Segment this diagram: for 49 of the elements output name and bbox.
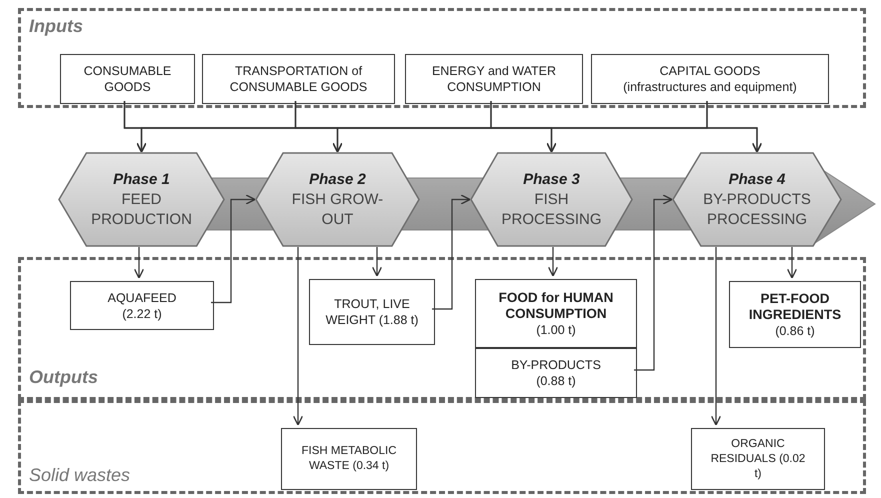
output-box — [475, 348, 637, 398]
flow-arrow — [211, 194, 256, 304]
group-heading: Outputs — [29, 366, 98, 389]
box-label: CONSUMABLE GOODS — [82, 63, 172, 95]
box-label: TRANSPORTATION of CONSUMABLE GOODS — [228, 63, 368, 95]
flow-arrow — [634, 194, 673, 371]
output-box — [309, 279, 435, 345]
box-label: FISH METABOLIC WASTE (0.34 t) — [300, 444, 398, 474]
phase-title: Phase 4 — [728, 170, 786, 190]
flow-arrow — [786, 247, 798, 279]
flow-arrow — [706, 101, 762, 153]
flow-arrow — [710, 247, 722, 426]
phase-title: Phase 2 — [309, 170, 366, 190]
box-label: (0.86 t) — [775, 322, 815, 338]
box-label: FOOD for HUMAN CONSUMPTION — [498, 290, 614, 322]
box-label: (1.00 t) — [536, 322, 576, 338]
group-heading: Solid wastes — [29, 464, 130, 487]
box-label: AQUAFEED (2.22 t) — [106, 290, 178, 322]
box-label: ORGANIC RESIDUALS (0.02 t) — [710, 436, 806, 482]
output-box — [405, 54, 583, 104]
box-label: (infrastructures and equipment) — [623, 79, 797, 95]
flow-arrow — [548, 247, 558, 277]
flow-arrow — [372, 247, 382, 277]
output-box — [691, 428, 825, 490]
output-box — [70, 281, 214, 330]
output-box — [202, 54, 395, 104]
phase-label: FISH GROW-OUT — [290, 190, 384, 230]
dashed-group-frame — [18, 8, 866, 108]
box-label: PET-FOOD INGREDIENTS — [748, 290, 842, 322]
phase-title: Phase 1 — [113, 170, 170, 190]
output-box — [60, 54, 195, 104]
phase-label: FEED PRODUCTION — [90, 190, 193, 230]
phase-label: FISH PROCESSING — [500, 190, 603, 230]
flow-arrow — [292, 247, 304, 426]
flow-arrow — [134, 247, 144, 279]
output-box — [475, 279, 637, 348]
box-label: TROUT, LIVE WEIGHT (1.88 t) — [324, 296, 420, 328]
phase-label: BY-PRODUCTS PROCESSING — [702, 190, 812, 230]
output-box — [281, 428, 417, 490]
flow-arrow — [432, 194, 471, 310]
output-box — [591, 54, 829, 104]
phase-title: Phase 3 — [523, 170, 580, 190]
dashed-group-frame — [18, 400, 866, 494]
group-heading: Inputs — [29, 15, 83, 38]
output-box — [729, 281, 861, 348]
dashed-group-frame — [18, 257, 866, 400]
box-label: BY-PRODUCTS (0.88 t) — [510, 357, 602, 389]
box-label: CAPITAL GOODS — [660, 63, 760, 79]
box-label: ENERGY and WATER CONSUMPTION — [430, 63, 558, 95]
